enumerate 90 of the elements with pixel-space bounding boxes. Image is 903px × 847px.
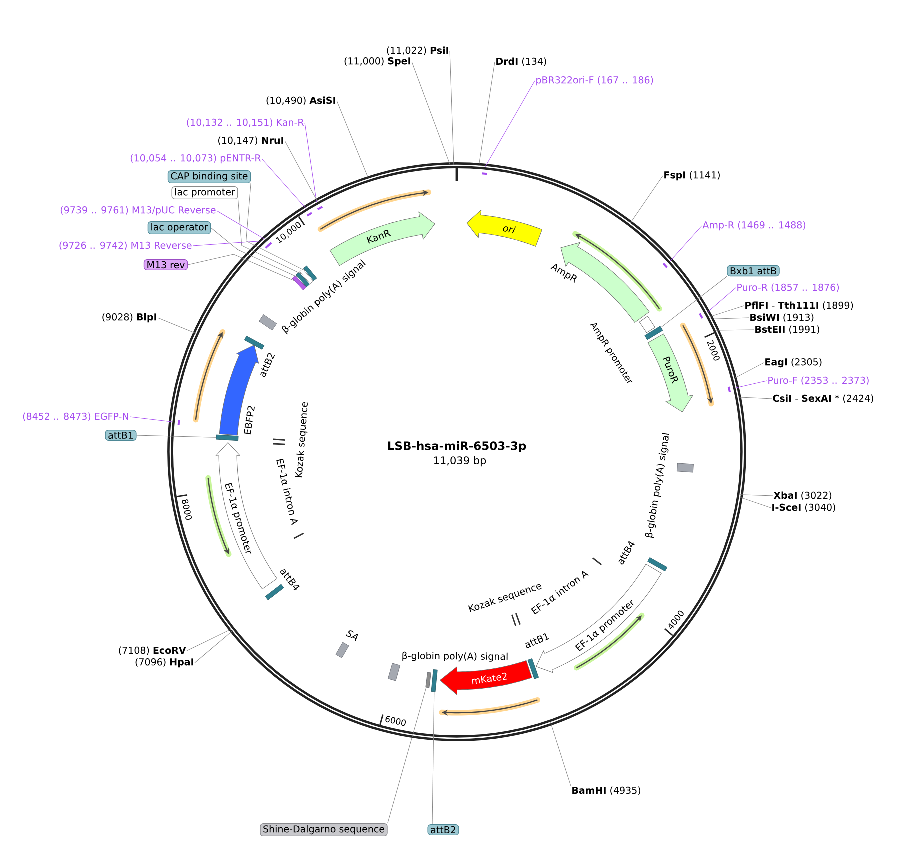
feature-label: attB2 xyxy=(260,353,276,378)
leader-line xyxy=(478,62,496,167)
feature-bar xyxy=(644,326,664,340)
enzyme-site-label: (10,147) NruI xyxy=(218,136,284,146)
leader-line xyxy=(284,140,318,202)
enzyme-site-label: DrdI (134) xyxy=(496,58,546,66)
feature-tag: M13 rev xyxy=(144,259,188,271)
leader-line xyxy=(716,330,754,331)
leader-line xyxy=(710,318,750,320)
primer-label: (10,054 .. 10,073) pENTR-R xyxy=(130,154,262,164)
primer-label: (9726 .. 9742) M13 Reverse xyxy=(60,242,192,250)
primer-label: Puro-F (2353 .. 2373) xyxy=(768,376,869,386)
leader-line xyxy=(262,158,306,209)
feature-bar xyxy=(296,272,310,288)
tick-label: 6000 xyxy=(386,716,406,726)
leader-line xyxy=(194,630,234,664)
tick-label: 8000 xyxy=(182,500,192,520)
leader-line xyxy=(550,722,572,786)
leader-line xyxy=(188,254,295,282)
leader-line xyxy=(670,226,702,262)
leader-line xyxy=(738,397,772,400)
enzyme-site-label: (11,000) SpeI xyxy=(344,57,410,67)
enzyme-site-label: CsiI - SexAI* (2424) xyxy=(773,394,874,404)
leader-line xyxy=(238,199,302,275)
feature-bar xyxy=(300,269,314,284)
feature-bar xyxy=(292,276,307,290)
tick-label: 2000 xyxy=(707,340,720,361)
feature-tag: lac operator xyxy=(148,221,212,235)
leader-line xyxy=(740,494,774,496)
feature-bar xyxy=(431,670,438,692)
leader-line xyxy=(485,80,536,168)
leader-line xyxy=(630,176,664,224)
primer-label: (9739 .. 9761) M13/pUC Reverse xyxy=(60,206,216,216)
enzyme-site-label: (10,490) AsiSI xyxy=(266,96,336,106)
feature-arc: ori xyxy=(466,210,543,247)
feature-tag: attB2 xyxy=(428,824,460,836)
leader-line xyxy=(304,122,318,202)
leader-line xyxy=(246,183,306,272)
feature-label: β-globin poly(A) signal xyxy=(402,652,508,662)
feature-label: Kozak sequence xyxy=(295,402,308,478)
feature-label: SA xyxy=(346,630,358,642)
feature-label: β-globin poly(A) signal xyxy=(645,433,670,538)
leader-line xyxy=(136,435,216,438)
primer-label: (10,132 .. 10,151) Kan-R xyxy=(187,118,304,128)
leader-line xyxy=(192,240,264,246)
feature-tag: CAP binding site xyxy=(168,170,252,184)
primer-label: Amp-R (1469 .. 1488) xyxy=(702,221,806,231)
leader-line xyxy=(216,210,266,240)
enzyme-site-label: BsiWI (1913) xyxy=(750,314,814,322)
primer-label: (8452 .. 8473) EGFP-N xyxy=(23,412,128,422)
feature-label: EBFP2 xyxy=(244,406,255,435)
feature-arc: PuroR xyxy=(648,334,694,412)
leader-line xyxy=(709,306,744,318)
feature-tag: Bxb1 attB xyxy=(727,265,780,277)
leader-line xyxy=(736,380,768,388)
feature-tag: attB1 xyxy=(105,430,137,441)
primer-label: Puro-R (1857 .. 1876) xyxy=(738,284,840,292)
enzyme-site-label: (7108) EcoRV xyxy=(119,646,186,656)
leader-line xyxy=(412,62,451,166)
feature-tag: lac promoter xyxy=(172,186,238,200)
leader-line xyxy=(388,687,427,824)
enzyme-site-label: (11,022) PsiI xyxy=(387,46,448,56)
feature-bar xyxy=(216,434,239,442)
enzyme-site-label: PflFI - Tth111I (1899) xyxy=(746,302,854,310)
leader-line xyxy=(336,100,370,180)
plasmid-name: LSB-hsa-miR-6503-3p xyxy=(388,441,526,453)
leader-line xyxy=(130,416,172,422)
leader-line xyxy=(734,362,764,380)
leader-line xyxy=(707,288,736,313)
feature-arc: mKate2 xyxy=(440,660,532,696)
enzyme-site-label: FspI (1141) xyxy=(664,171,720,181)
leader-line xyxy=(210,228,298,278)
plasmid-size: 11,039 bp xyxy=(434,456,486,467)
enzyme-site-label: (9028) BlpI xyxy=(102,313,156,323)
enzyme-site-label: EagI (2305) xyxy=(766,358,822,368)
enzyme-site-label: BstEII (1991) xyxy=(756,326,820,334)
leader-line xyxy=(450,50,454,166)
enzyme-site-label: XbaI (3022) xyxy=(774,492,832,500)
leader-line xyxy=(158,318,196,334)
leader-line xyxy=(740,497,772,508)
feature-bar xyxy=(304,266,318,282)
enzyme-site-label: (7096) HpaI xyxy=(136,658,194,668)
feature-tag: Shine-Dalgarno sequence xyxy=(260,823,388,837)
primer-label: pBR322ori-F (167 .. 186) xyxy=(536,76,654,86)
leader-line xyxy=(432,692,435,825)
enzyme-site-label: BamHI (4935) xyxy=(572,786,641,796)
leader-line xyxy=(186,628,232,652)
feature-bar xyxy=(426,672,432,688)
enzyme-site-label: I-SceI (3040) xyxy=(772,504,836,512)
leader-line xyxy=(661,276,728,328)
